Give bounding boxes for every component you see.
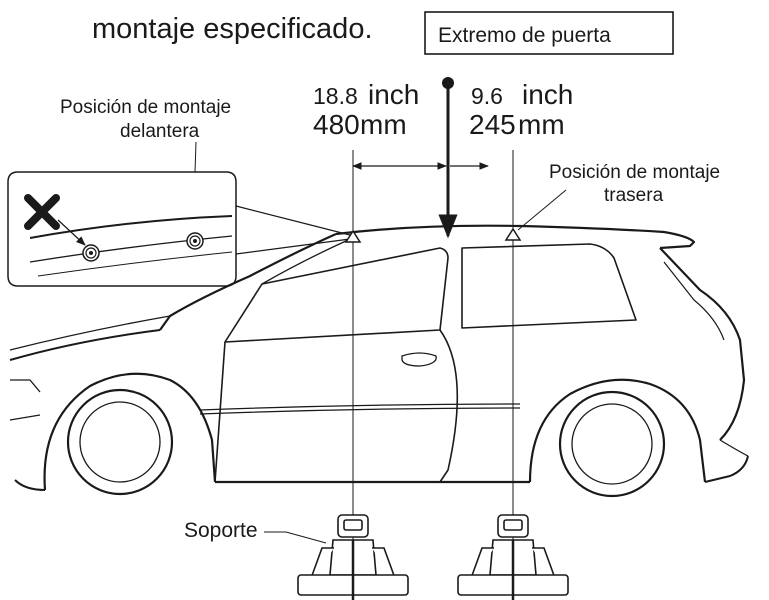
- inset-callout-bottom: [235, 238, 351, 255]
- rear-support-foot: [457, 514, 569, 600]
- support-label: Soporte: [184, 519, 258, 542]
- car-illustration: [9, 224, 749, 498]
- rear-inch-unit: inch: [522, 79, 573, 110]
- front-inch-unit: inch: [368, 79, 419, 110]
- rear-mm-unit: mm: [518, 109, 565, 140]
- front-inch-value: 18.8: [313, 83, 358, 109]
- rear-inch-value: 9.6: [471, 83, 503, 109]
- rear-mm-value: 245: [469, 109, 516, 140]
- front-mount-label-line1: Posición de montaje: [60, 97, 231, 118]
- front-support-foot: [297, 514, 409, 600]
- concentric-circle-icon: [186, 232, 204, 250]
- front-mm-unit: mm: [360, 109, 407, 140]
- rear-mount-marker: [504, 227, 522, 241]
- door-end-label: Extremo de puerta: [438, 24, 611, 47]
- rear-mount-leader: [517, 189, 567, 231]
- rear-mount-label-line1: Posición de montaje: [549, 162, 720, 183]
- cross-icon: [24, 194, 60, 230]
- header-text: montaje especificado.: [92, 13, 373, 45]
- front-mount-label-line2: delantera: [120, 121, 200, 142]
- inset-roof-line-2: [29, 235, 233, 263]
- front-mm-value: 480: [313, 109, 360, 140]
- door-end-box: [424, 11, 674, 55]
- wrong-mark-pointer: [57, 219, 86, 246]
- support-leader-2: [285, 531, 327, 544]
- rear-mount-label-line2: trasera: [604, 185, 664, 206]
- front-mount-marker: [344, 229, 362, 243]
- concentric-circle-icon: [82, 244, 100, 262]
- inset-roof-line-3: [37, 251, 233, 277]
- inset-roof-line-1: [29, 215, 233, 239]
- inset-callout-top: [235, 205, 351, 236]
- inset-box: [7, 171, 237, 287]
